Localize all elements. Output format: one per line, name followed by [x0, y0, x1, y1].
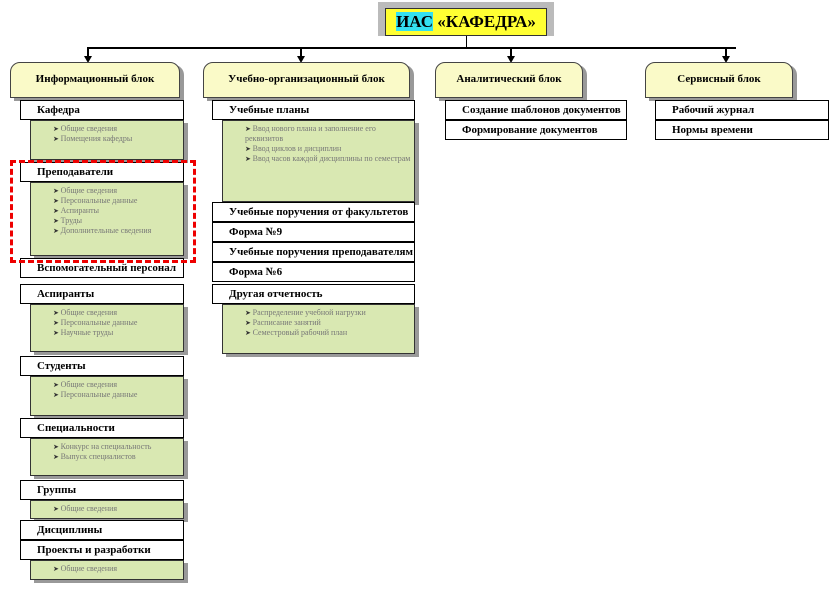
note-item: Дополнительные сведения: [53, 226, 183, 236]
note-item: Семестровый рабочий план: [245, 328, 414, 338]
note-item: Распределение учебной нагрузки: [245, 308, 414, 318]
note-item: Ввод нового плана и заполнение его рекви…: [245, 124, 414, 144]
block-item[interactable]: Форма №9: [212, 222, 415, 242]
note-item: Ввод циклов и дисциплин: [245, 144, 414, 154]
note-item: Аспиранты: [53, 206, 183, 216]
block-item[interactable]: Рабочий журнал: [655, 100, 829, 120]
title-rest: «КАФЕДРА»: [433, 12, 536, 31]
note-panel: Общие сведенияПерсональные данныеНаучные…: [30, 304, 184, 352]
block-item[interactable]: Проекты и разработки: [20, 540, 184, 560]
block-header-0: Информационный блок: [10, 62, 180, 98]
note-item: Труды: [53, 216, 183, 226]
connector-line: [725, 47, 727, 57]
title-prefix: ИАС: [396, 12, 434, 31]
note-panel: Общие сведенияПерсональные данные: [30, 376, 184, 416]
block-header-1: Учебно-организационный блок: [203, 62, 410, 98]
note-panel: Общие сведенияПерсональные данныеАспиран…: [30, 182, 184, 256]
note-item: Расписание занятий: [245, 318, 414, 328]
connector-line: [466, 36, 467, 48]
block-item[interactable]: Кафедра: [20, 100, 184, 120]
note-item: Персональные данные: [53, 390, 183, 400]
connector-line: [300, 47, 302, 57]
note-panel: Ввод нового плана и заполнение его рекви…: [222, 120, 415, 202]
arrow-down-icon: [297, 56, 305, 63]
block-item[interactable]: Группы: [20, 480, 184, 500]
note-item: Общие сведения: [53, 564, 183, 574]
block-item[interactable]: Формирование документов: [445, 120, 627, 140]
arrow-down-icon: [722, 56, 730, 63]
block-header-3: Сервисный блок: [645, 62, 793, 98]
note-item: Помещения кафедры: [53, 134, 183, 144]
diagram-title: ИАС «КАФЕДРА»: [385, 8, 547, 36]
note-panel: Общие сведенияПомещения кафедры: [30, 120, 184, 160]
block-header-2: Аналитический блок: [435, 62, 583, 98]
connector-line: [87, 47, 736, 49]
note-panel: Конкурс на специальностьВыпуск специалис…: [30, 438, 184, 476]
block-item[interactable]: Создание шаблонов документов: [445, 100, 627, 120]
block-item[interactable]: Специальности: [20, 418, 184, 438]
block-item[interactable]: Нормы времени: [655, 120, 829, 140]
note-item: Персональные данные: [53, 196, 183, 206]
note-panel: Общие сведения: [30, 500, 184, 519]
block-item[interactable]: Учебные поручения от факультетов: [212, 202, 415, 222]
note-item: Общие сведения: [53, 504, 183, 514]
note-item: Персональные данные: [53, 318, 183, 328]
note-item: Общие сведения: [53, 380, 183, 390]
block-item[interactable]: Учебные поручения преподавателям: [212, 242, 415, 262]
block-item[interactable]: Другая отчетность: [212, 284, 415, 304]
note-item: Общие сведения: [53, 186, 183, 196]
block-item[interactable]: Студенты: [20, 356, 184, 376]
connector-line: [87, 47, 89, 57]
block-item[interactable]: Преподаватели: [20, 162, 184, 182]
connector-line: [510, 47, 512, 57]
block-item[interactable]: Учебные планы: [212, 100, 415, 120]
block-item[interactable]: Дисциплины: [20, 520, 184, 540]
note-panel: Общие сведения: [30, 560, 184, 580]
note-item: Общие сведения: [53, 124, 183, 134]
highlight-box: [10, 160, 196, 263]
block-item[interactable]: Аспиранты: [20, 284, 184, 304]
note-item: Ввод часов каждой дисциплины по семестра…: [245, 154, 414, 164]
note-item: Научные труды: [53, 328, 183, 338]
block-item[interactable]: Форма №6: [212, 262, 415, 282]
note-item: Конкурс на специальность: [53, 442, 183, 452]
note-item: Общие сведения: [53, 308, 183, 318]
block-item[interactable]: Вспомогательный персонал: [20, 258, 184, 278]
arrow-down-icon: [84, 56, 92, 63]
arrow-down-icon: [507, 56, 515, 63]
note-panel: Распределение учебной нагрузкиРасписание…: [222, 304, 415, 354]
note-item: Выпуск специалистов: [53, 452, 183, 462]
